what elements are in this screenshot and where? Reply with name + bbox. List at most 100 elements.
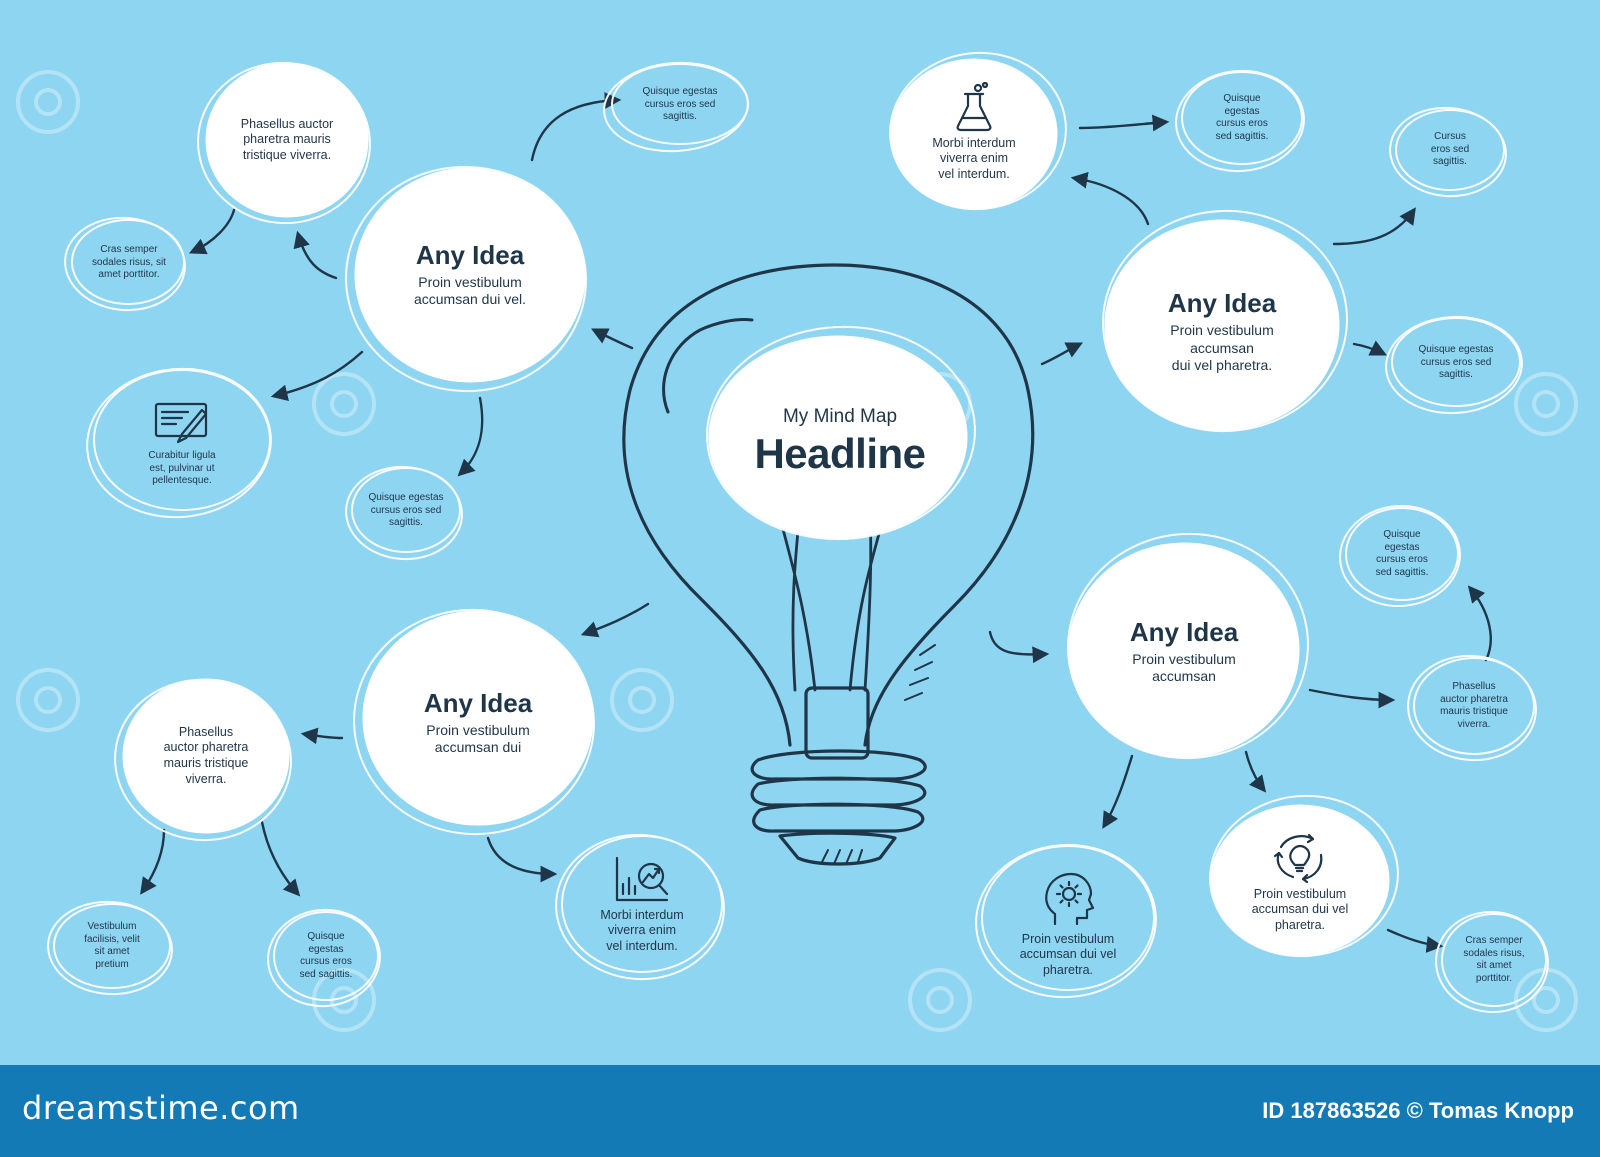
note-br-quisque: Quisque egestas cursus eros sed sagittis… <box>1350 524 1454 584</box>
arrow-idea2-to-quisque-b <box>1352 340 1388 356</box>
bubble-idea-1 <box>354 167 586 383</box>
bulb-outline <box>622 263 1035 747</box>
note-text: Quisque egestas cursus eros sed sagittis… <box>1215 93 1269 142</box>
watermark-spiral-icon <box>1514 968 1578 1032</box>
idea-title: Any Idea <box>415 240 525 271</box>
arrow-phasellus-to-cras <box>188 208 236 255</box>
idea-title: Any Idea <box>1129 617 1239 648</box>
arrow-phasellus-to-vestibulum <box>140 828 166 895</box>
watermark-spiral-icon <box>610 668 674 732</box>
note-text: Cras semper sodales risus, sit amet port… <box>92 244 166 281</box>
bulb-base-hatch <box>821 644 936 865</box>
mind-map-drawing <box>47 51 1549 1014</box>
arrow-phasellus-to-quisque <box>260 820 301 897</box>
note-tr-morbi: Morbi interdum viverra enim vel interdum… <box>910 76 1038 188</box>
idea-node-1: Any Idea Proin vestibulum accumsan dui v… <box>370 220 570 330</box>
note-text: Quisque egestas cursus eros sed sagittis… <box>1418 344 1494 381</box>
bulb-base <box>750 749 927 866</box>
gear-head-icon <box>1045 872 1095 925</box>
arrow-idea3-to-phasellus <box>300 727 344 745</box>
note-tr-cursus: Cursus eros sed sagittis. <box>1404 128 1496 172</box>
note-bl-quisque: Quisque egestas cursus eros sed sagittis… <box>280 928 372 984</box>
outline-tr-cursus <box>1395 109 1505 191</box>
note-text: Morbi interdum viverra enim vel interdum… <box>932 135 1016 181</box>
arrow-center-to-idea2 <box>1040 342 1084 366</box>
arrow-idea2-to-morbi <box>1070 171 1150 226</box>
note-br-proin-cycle: Proin vestibulum accumsan dui vel pharet… <box>1226 822 1374 942</box>
image-credit: ID 187863526 © Tomas Knopp <box>1262 1098 1574 1123</box>
bubble-br-proin-cycle <box>1210 804 1390 956</box>
bulb-neck <box>804 686 870 760</box>
note-tr-quisque-b: Quisque egestas cursus eros sed sagittis… <box>1398 338 1514 388</box>
brand-logo-text[interactable]: dreamstime.com <box>22 1089 300 1127</box>
note-tl-phasellus: Phasellus auctor pharetra mauris tristiq… <box>217 105 357 175</box>
note-text: Phasellus auctor pharetra mauris tristiq… <box>163 724 249 786</box>
arrow-center-to-idea1 <box>590 328 634 350</box>
arrow-idea1-to-quisque-top <box>530 92 622 162</box>
note-tr-quisque-a: Quisque egestas cursus eros sed sagittis… <box>1188 88 1296 148</box>
outline-br-proin-head <box>981 845 1155 991</box>
arrow-idea4-to-proin-head <box>1102 754 1134 829</box>
idea-text: Proin vestibulum accumsan dui <box>426 721 530 756</box>
idea-text: Proin vestibulum accumsan <box>1132 650 1236 685</box>
watermark-spiral-icon <box>908 968 972 1032</box>
arrow-center-to-idea4 <box>988 630 1050 664</box>
note-text: Cursus eros sed sagittis. <box>1430 131 1470 168</box>
arrow-morbi-to-quisque-a <box>1078 114 1170 132</box>
flask-icon <box>956 81 992 131</box>
center-headline: Headline <box>754 430 926 477</box>
bubble-center <box>708 335 968 539</box>
idea-node-3: Any Idea Proin vestibulum accumsan dui <box>378 668 578 778</box>
note-text: Quisque egestas cursus eros sed sagittis… <box>1375 529 1429 578</box>
arrow-idea1-to-curabitur <box>270 350 364 402</box>
arrow-idea2-to-cursus <box>1332 207 1416 246</box>
bubbles <box>122 58 1390 956</box>
note-tl-cras: Cras semper sodales risus, sit amet port… <box>76 238 182 288</box>
bubble-idea-2 <box>1104 219 1340 431</box>
note-text: Proin vestibulum accumsan dui vel pharet… <box>1251 886 1349 932</box>
watermark-spiral-icon <box>312 372 376 436</box>
arrow-center-to-idea3 <box>580 602 650 638</box>
bubble-scribbles <box>47 51 1549 1014</box>
connector-arrows <box>140 92 1492 953</box>
outline-br-phasellus <box>1413 657 1535 755</box>
note-br-proin-head: Proin vestibulum accumsan dui vel pharet… <box>996 864 1140 984</box>
watermark-spiral-icon <box>16 70 80 134</box>
outline-tr-quisque-b <box>1391 317 1521 407</box>
note-text: Curabitur ligula est, pulvinar ut pellen… <box>148 450 216 487</box>
chart-magnifier-icon <box>615 856 669 901</box>
arrow-idea4-to-phasellus <box>1308 688 1396 709</box>
note-text: Quisque egestas cursus eros sed sagittis… <box>368 492 444 529</box>
note-text: Quisque egestas cursus eros sed sagittis… <box>642 86 718 123</box>
outline-br-quisque <box>1345 507 1459 601</box>
note-tl-quisque-top: Quisque egestas cursus eros sed sagittis… <box>622 80 738 130</box>
arrow-phasellus-to-quisque <box>1467 585 1492 662</box>
center-node: My Mind Map Headline <box>720 392 960 492</box>
idea-text: Proin vestibulum accumsan dui vel pharet… <box>1170 322 1274 374</box>
document-pen-icon <box>154 403 208 444</box>
bubble-idea-3 <box>362 610 594 826</box>
note-tl-quisque-bottom: Quisque egestas cursus eros sed sagittis… <box>356 486 456 536</box>
arrow-idea4-to-proin-cycle <box>1244 750 1267 793</box>
note-text: Phasellus auctor pharetra mauris tristiq… <box>240 116 334 162</box>
idea-node-4: Any Idea Proin vestibulum accumsan <box>1084 602 1284 702</box>
idea-title: Any Idea <box>1167 288 1277 319</box>
idea-text: Proin vestibulum accumsan dui vel. <box>413 273 527 308</box>
arrow-proin-cycle-to-cras <box>1386 928 1444 953</box>
diagram-canvas: My Mind Map Headline Any Idea Proin vest… <box>16 51 1578 1032</box>
outline-bl-vestibulum <box>53 903 171 989</box>
watermark-spiral-icon <box>16 668 80 732</box>
note-text: Phasellus auctor pharetra mauris tristiq… <box>1440 681 1508 730</box>
note-tl-curabitur: Curabitur ligula est, pulvinar ut pellen… <box>120 392 244 496</box>
arrow-idea3-to-morbi <box>486 836 558 883</box>
arrow-idea1-to-phasellus <box>293 230 338 280</box>
note-bl-phasellus: Phasellus auctor pharetra mauris tristiq… <box>140 716 272 796</box>
outline-bl-quisque <box>273 911 379 1001</box>
center-subtitle: My Mind Map <box>782 406 898 427</box>
note-bl-morbi: Morbi interdum viverra enim vel interdum… <box>578 846 706 962</box>
note-br-phasellus: Phasellus auctor pharetra mauris tristiq… <box>1416 676 1532 736</box>
bubble-tr-morbi <box>890 58 1058 210</box>
note-text: Vestibulum facilisis, velit sit amet pre… <box>84 921 140 970</box>
bubble-idea-4 <box>1068 542 1300 758</box>
